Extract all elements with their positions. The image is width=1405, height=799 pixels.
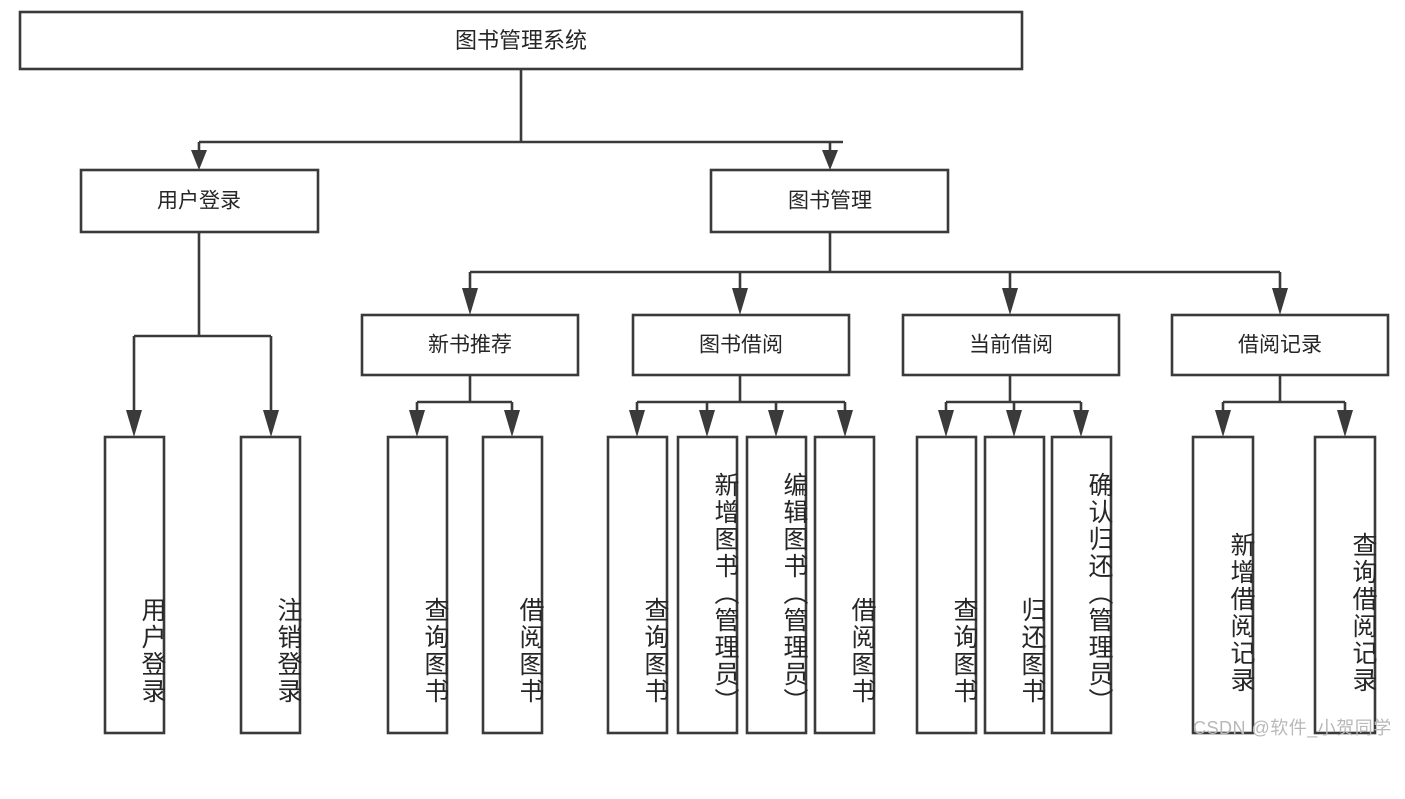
node-record-box[interactable] bbox=[1170, 313, 1390, 377]
arrow-head-record bbox=[1272, 288, 1288, 315]
node-leaf3-box[interactable] bbox=[386, 435, 449, 735]
arrow-head-leaf10 bbox=[1006, 410, 1022, 437]
arrow-head-leaf7 bbox=[768, 410, 784, 437]
arrow-head-leaf2 bbox=[263, 410, 279, 437]
connector-group-bookmgmt bbox=[462, 232, 1288, 315]
node-leaf8-box[interactable] bbox=[813, 435, 876, 735]
node-leaf6-box[interactable] bbox=[676, 435, 739, 735]
flowchart-canvas: 图书管理系统 用户登录 图书管理 新书推荐 图书借阅 当前借阅 借阅记录 bbox=[18, 10, 1392, 738]
connector-group-login bbox=[126, 232, 279, 437]
arrow-head-leaf3 bbox=[409, 410, 425, 437]
arrow-head-leaf11 bbox=[1073, 410, 1089, 437]
node-leaf10-box[interactable] bbox=[983, 435, 1046, 735]
node-leaf4-box[interactable] bbox=[481, 435, 544, 735]
connector-group-borrow bbox=[629, 375, 853, 437]
node-login-label: 用户登录 bbox=[157, 190, 241, 213]
arrow-head-leaf4 bbox=[504, 410, 520, 437]
arrow-head-borrow bbox=[732, 288, 748, 315]
node-bookmgmt-box[interactable] bbox=[709, 168, 950, 234]
node-root[interactable]: 图书管理系统 bbox=[18, 10, 1024, 71]
node-leaf7-box[interactable] bbox=[745, 435, 808, 735]
csdn-watermark: CSDN @软件_小贺同学 bbox=[1193, 718, 1392, 738]
node-record[interactable]: 借阅记录 bbox=[1170, 313, 1390, 377]
node-borrow-label: 图书借阅 bbox=[699, 334, 783, 357]
node-borrow-box[interactable] bbox=[631, 313, 851, 377]
arrow-head-current bbox=[1002, 288, 1018, 315]
node-current[interactable]: 当前借阅 bbox=[901, 313, 1121, 377]
arrow-head-leaf12 bbox=[1215, 410, 1231, 437]
connector-group-current bbox=[938, 375, 1089, 437]
connector-group-record bbox=[1215, 375, 1353, 437]
node-newbook[interactable]: 新书推荐 bbox=[360, 313, 580, 377]
node-root-label: 图书管理系统 bbox=[455, 28, 587, 53]
arrow-head-leaf8 bbox=[837, 410, 853, 437]
node-leaf2-box[interactable] bbox=[239, 435, 302, 735]
arrow-head-leaf5 bbox=[629, 410, 645, 437]
node-newbook-label: 新书推荐 bbox=[428, 334, 512, 357]
arrow-head-leaf9 bbox=[938, 410, 954, 437]
node-bookmgmt[interactable]: 图书管理 bbox=[709, 168, 950, 234]
node-bookmgmt-label: 图书管理 bbox=[788, 190, 872, 213]
node-leaf13-box[interactable] bbox=[1313, 435, 1377, 735]
node-record-label: 借阅记录 bbox=[1238, 334, 1322, 357]
node-leaf11-box[interactable] bbox=[1050, 435, 1113, 735]
arrow-head-leaf1 bbox=[126, 410, 142, 437]
node-current-label: 当前借阅 bbox=[969, 334, 1053, 357]
arrow-head-leaf6 bbox=[699, 410, 715, 437]
node-root-box[interactable] bbox=[18, 10, 1024, 71]
arrow-head-login bbox=[191, 150, 207, 170]
node-current-box[interactable] bbox=[901, 313, 1121, 377]
node-newbook-box[interactable] bbox=[360, 313, 580, 377]
node-borrow[interactable]: 图书借阅 bbox=[631, 313, 851, 377]
flowchart-svg: 图书管理系统 用户登录 图书管理 新书推荐 图书借阅 当前借阅 借阅记录 bbox=[18, 10, 1390, 735]
arrow-head-leaf13 bbox=[1337, 410, 1353, 437]
node-login-box[interactable] bbox=[79, 168, 320, 234]
connector-group-newbook bbox=[409, 375, 520, 437]
connector-group-root bbox=[191, 69, 843, 170]
node-leaf5-box[interactable] bbox=[606, 435, 669, 735]
node-login[interactable]: 用户登录 bbox=[79, 168, 320, 234]
node-leaf12-box[interactable] bbox=[1191, 435, 1255, 735]
node-leaf9-box[interactable] bbox=[915, 435, 978, 735]
arrow-head-bookmgmt bbox=[822, 150, 838, 170]
node-leaf1-box[interactable] bbox=[103, 435, 166, 735]
arrow-head-newbook bbox=[462, 288, 478, 315]
